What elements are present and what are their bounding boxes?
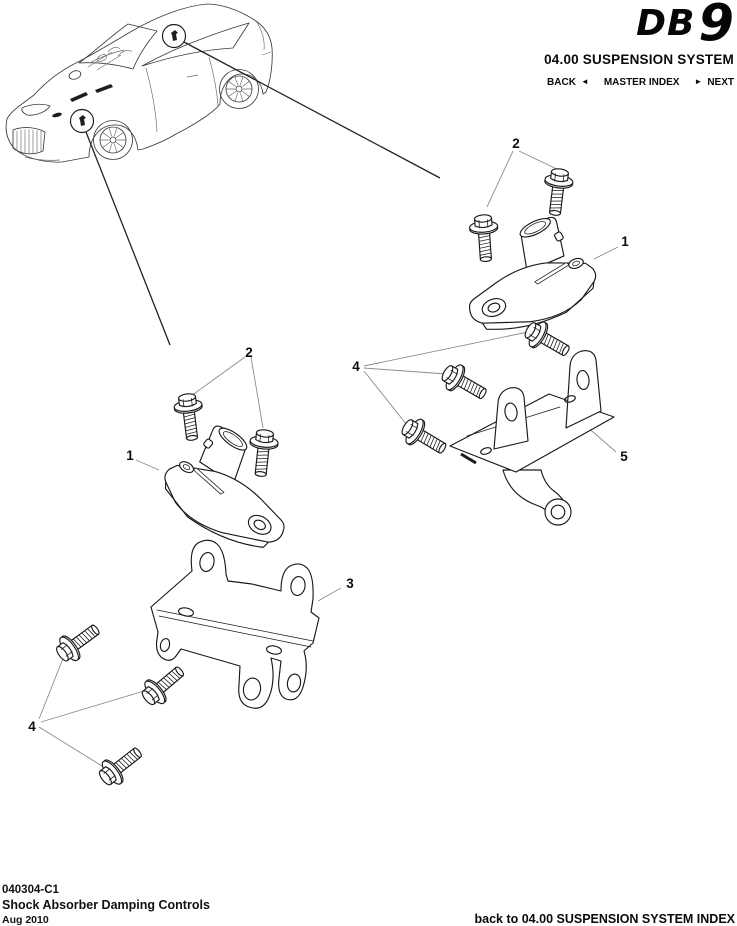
headlight xyxy=(21,103,51,116)
sensor-mounting-bracket xyxy=(150,539,320,709)
callout-leader-line xyxy=(85,131,171,346)
nav-back-label: BACK xyxy=(547,77,576,88)
nav-next-link[interactable]: ► NEXT xyxy=(694,77,734,88)
flanged-bolt xyxy=(436,358,493,408)
db9-logo: DB9 xyxy=(544,0,734,49)
flanged-bolt xyxy=(172,391,207,443)
hood-badge xyxy=(52,112,62,118)
sensor-bracket-rear xyxy=(449,350,615,526)
nav-next-label: NEXT xyxy=(707,77,734,88)
part-label-bolts-rear: 2 xyxy=(512,136,520,151)
document-date: Aug 2010 xyxy=(2,913,49,926)
flanged-bolt xyxy=(468,213,501,263)
flanged-bolt xyxy=(519,315,576,365)
db9-logo-db: DB xyxy=(636,3,696,44)
nav-master-index-link[interactable]: MASTER INDEX xyxy=(604,77,680,88)
nav-back-link[interactable]: BACK ◄ xyxy=(547,77,589,88)
flanged-bolt xyxy=(245,427,280,479)
document-code: 040304-C1 xyxy=(2,883,59,896)
callout-sensor-glyph xyxy=(171,30,178,41)
nav-links: BACK ◄ MASTER INDEX ► NEXT xyxy=(544,77,734,88)
callout-sensor-glyph xyxy=(79,115,86,126)
page-header: DB9 04.00 SUSPENSION SYSTEM BACK ◄ MASTER… xyxy=(544,0,734,88)
part-label-bolts-bracket-front: 4 xyxy=(28,719,36,734)
front-wheel xyxy=(93,120,133,160)
part-label-sensor-front: 1 xyxy=(126,448,134,463)
car-illustration xyxy=(5,3,441,346)
db9-logo-nine: 9 xyxy=(698,0,735,53)
footer-document-info: 040304-C1 Shock Absorber Damping Control… xyxy=(2,883,210,926)
flanged-bolt xyxy=(136,658,191,712)
flanged-bolt xyxy=(50,616,106,668)
flanged-bolt xyxy=(93,739,149,792)
part-label-bracket-rear: 5 xyxy=(620,449,628,464)
hood-vent xyxy=(95,84,113,93)
damping-sensor-front xyxy=(151,410,316,563)
flanged-bolt xyxy=(540,166,575,218)
callout-leader-line xyxy=(183,41,441,179)
back-to-index-link[interactable]: back to 04.00 SUSPENSION SYSTEM INDEX xyxy=(474,912,736,926)
nav-master-index-label: MASTER INDEX xyxy=(603,77,680,88)
flanged-bolt xyxy=(396,412,453,462)
part-label-bolts-front: 2 xyxy=(245,345,253,360)
rear-wheel xyxy=(219,69,259,109)
side-glass xyxy=(141,22,250,67)
label-leader-lines xyxy=(38,150,619,767)
hood-vent xyxy=(70,92,88,102)
grille xyxy=(12,127,46,155)
section-title: 04.00 SUSPENSION SYSTEM xyxy=(544,52,734,67)
wing-mirror xyxy=(68,70,82,80)
document-title: Shock Absorber Damping Controls xyxy=(2,898,210,912)
part-label-sensor-rear: 1 xyxy=(621,234,629,249)
part-label-bracket-front: 3 xyxy=(346,576,354,591)
back-arrow-icon: ◄ xyxy=(580,77,589,86)
next-arrow-icon: ► xyxy=(694,77,703,86)
part-label-bolts-bracket-rear: 4 xyxy=(352,359,360,374)
